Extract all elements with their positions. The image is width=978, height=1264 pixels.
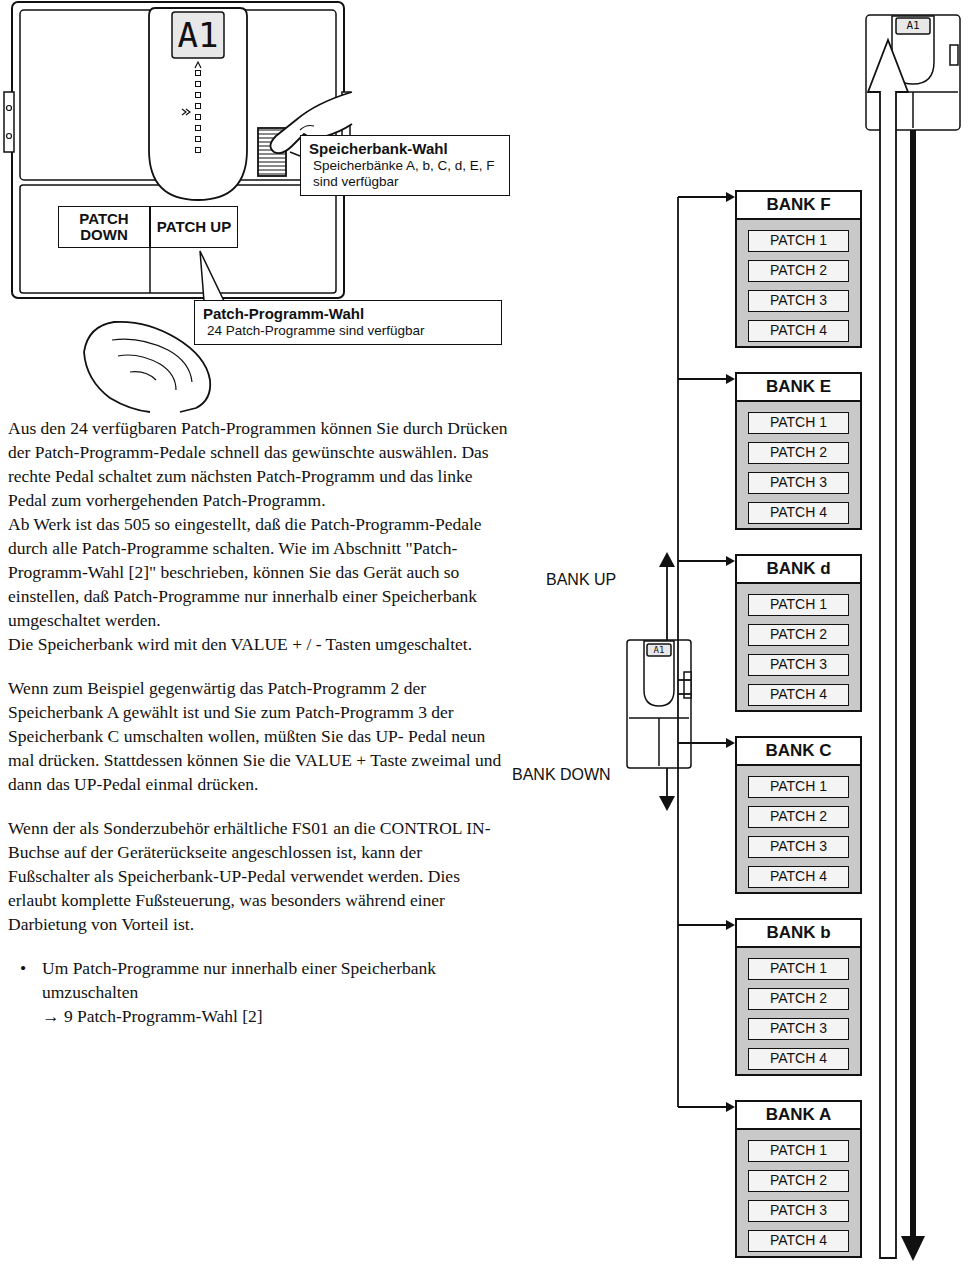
body-paragraph: Die Speicherbank wird mit den VALUE + / …: [8, 632, 508, 656]
down-arrow: [901, 130, 925, 1261]
patch-name: PATCH 2: [749, 261, 848, 280]
patch-name: PATCH 1: [749, 1141, 848, 1160]
bank-heading: BANK F: [737, 192, 860, 220]
patch-box: PATCH 3: [748, 290, 849, 312]
bank-box: BANK A PATCH 1 PATCH 2 PATCH 3 PATCH 4: [735, 1100, 862, 1258]
callout-box: Speicherbank-WahlSpeicherbänke A, b, C, …: [300, 135, 510, 196]
patch-name: PATCH 3: [749, 473, 848, 492]
patch-name: PATCH 2: [749, 1171, 848, 1190]
bank-heading: BANK d: [737, 556, 860, 584]
display-readout: A1: [647, 644, 671, 656]
pedal-label: PATCH DOWN: [58, 206, 150, 248]
bank-down-label: BANK DOWN: [512, 765, 611, 785]
bank-box: BANK d PATCH 1 PATCH 2 PATCH 3 PATCH 4: [735, 554, 862, 712]
patch-name: PATCH 4: [749, 685, 848, 704]
bank-heading: BANK C: [737, 738, 860, 766]
up-arrow: [868, 40, 908, 1258]
bank-heading: BANK b: [737, 920, 860, 948]
patch-name: PATCH 3: [749, 1201, 848, 1220]
bullet-text: → 9 Patch-Programm-Wahl [2]: [42, 1004, 508, 1028]
callout-heading: Speicherbank-Wahl: [309, 140, 501, 158]
bank-up-label: BANK UP: [546, 570, 616, 590]
patch-box: PATCH 3: [748, 1018, 849, 1040]
display-readout: A1: [896, 19, 930, 33]
patch-box: PATCH 4: [748, 502, 849, 524]
patch-box: PATCH 1: [748, 230, 849, 252]
patch-box: PATCH 1: [748, 1140, 849, 1162]
callout-text: Speicherbänke A, b, C, d, E, F sind verf…: [309, 158, 501, 190]
patch-box: PATCH 2: [748, 1170, 849, 1192]
patch-box: PATCH 4: [748, 320, 849, 342]
patch-name: PATCH 3: [749, 655, 848, 674]
patch-name: PATCH 3: [749, 837, 848, 856]
callout-tail: [200, 251, 224, 301]
patch-name: PATCH 2: [749, 443, 848, 462]
patch-name: PATCH 4: [749, 321, 848, 340]
callout-box: Patch-Programm-Wahl24 Patch-Programme si…: [194, 300, 502, 345]
patch-name: PATCH 2: [749, 625, 848, 644]
patch-box: PATCH 4: [748, 1230, 849, 1252]
bank-box: BANK C PATCH 1 PATCH 2 PATCH 3 PATCH 4: [735, 736, 862, 894]
pedal-label: PATCH UP: [150, 206, 238, 248]
patch-name: PATCH 1: [749, 231, 848, 250]
bank-heading: BANK E: [737, 374, 860, 402]
bank-box: BANK E PATCH 1 PATCH 2 PATCH 3 PATCH 4: [735, 372, 862, 530]
bullet-body: Um Patch-Programme nur innerhalb einer S…: [42, 956, 508, 1028]
body-paragraph: Wenn zum Beispiel gegenwärtig das Patch-…: [8, 676, 508, 796]
patch-name: PATCH 4: [749, 867, 848, 886]
patch-name: PATCH 3: [749, 291, 848, 310]
text-column: Aus den 24 verfügbaren Patch-Programmen …: [8, 416, 508, 1028]
patch-box: PATCH 2: [748, 988, 849, 1010]
patch-name: PATCH 4: [749, 1231, 848, 1250]
bank-bracket: [678, 192, 735, 1112]
patch-box: PATCH 3: [748, 836, 849, 858]
patch-name: PATCH 2: [749, 807, 848, 826]
patch-name: PATCH 1: [749, 413, 848, 432]
patch-box: PATCH 2: [748, 806, 849, 828]
foot: [84, 322, 210, 412]
leader-line: [290, 152, 300, 156]
display-readout: A1: [177, 13, 219, 57]
patch-box: PATCH 1: [748, 594, 849, 616]
bank-up-down-marks: [659, 552, 675, 811]
bank-box: BANK F PATCH 1 PATCH 2 PATCH 3 PATCH 4: [735, 190, 862, 348]
callout-heading: Patch-Programm-Wahl: [203, 305, 493, 323]
patch-box: PATCH 2: [748, 442, 849, 464]
patch-name: PATCH 4: [749, 1049, 848, 1068]
body-paragraph: Aus den 24 verfügbaren Patch-Programmen …: [8, 416, 508, 512]
patch-name: PATCH 1: [749, 777, 848, 796]
main-device: [4, 2, 350, 298]
body-paragraph: Ab Werk ist das 505 so eingestellt, daß …: [8, 512, 508, 632]
bullet-text: Um Patch-Programme nur innerhalb einer S…: [42, 956, 508, 1004]
patch-name: PATCH 4: [749, 503, 848, 522]
patch-box: PATCH 1: [748, 412, 849, 434]
patch-box: PATCH 3: [748, 472, 849, 494]
callout-text: 24 Patch-Programme sind verfügbar: [203, 323, 493, 339]
patch-name: PATCH 1: [749, 959, 848, 978]
small-device-middle: [627, 640, 691, 768]
patch-box: PATCH 2: [748, 624, 849, 646]
patch-box: PATCH 4: [748, 1048, 849, 1070]
patch-box: PATCH 3: [748, 654, 849, 676]
patch-box: PATCH 4: [748, 684, 849, 706]
pedal-name: PATCH DOWN: [61, 211, 147, 243]
patch-box: PATCH 1: [748, 958, 849, 980]
bank-heading: BANK A: [737, 1102, 860, 1130]
patch-box: PATCH 3: [748, 1200, 849, 1222]
bullet-item: •Um Patch-Programme nur innerhalb einer …: [20, 956, 508, 1028]
bullet-mark: •: [20, 956, 42, 1028]
patch-name: PATCH 2: [749, 989, 848, 1008]
patch-name: PATCH 1: [749, 595, 848, 614]
patch-box: PATCH 1: [748, 776, 849, 798]
bank-box: BANK b PATCH 1 PATCH 2 PATCH 3 PATCH 4: [735, 918, 862, 1076]
body-paragraph: Wenn der als Sonderzubehör erhältliche F…: [8, 816, 508, 936]
patch-box: PATCH 4: [748, 866, 849, 888]
pedal-name: PATCH UP: [157, 219, 231, 235]
patch-box: PATCH 2: [748, 260, 849, 282]
patch-name: PATCH 3: [749, 1019, 848, 1038]
